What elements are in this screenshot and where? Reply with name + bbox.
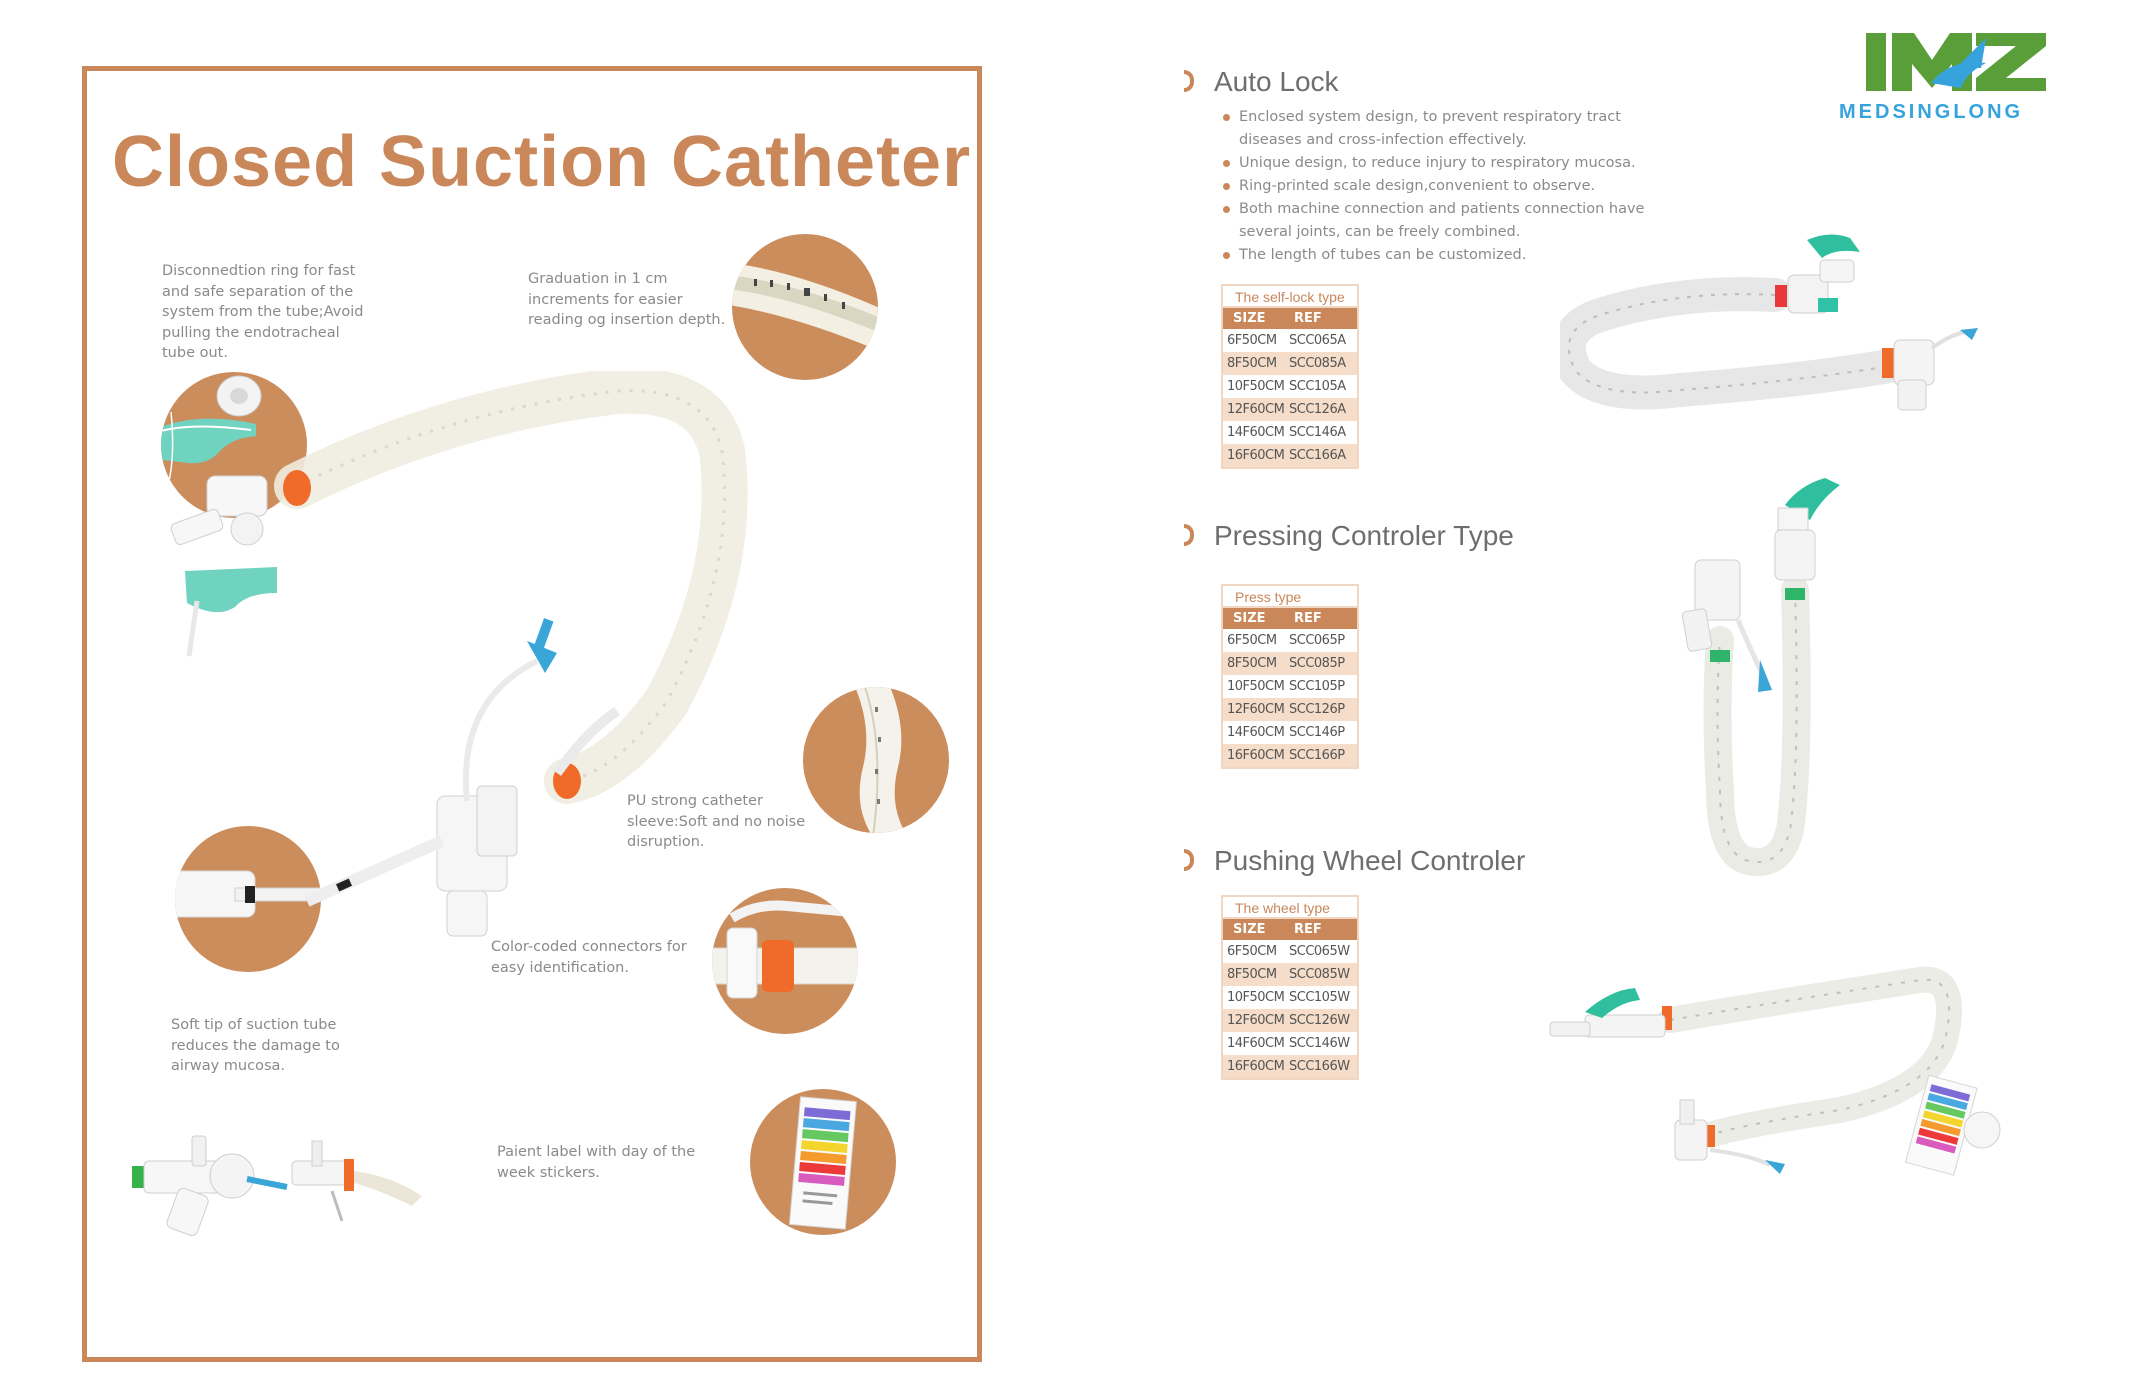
feature-bullet: Ring-printed scale design,convenient to … [1222, 175, 1682, 198]
note-disconnection: Disconnedtion ring for fast and safe sep… [162, 263, 364, 361]
bracket-icon [1184, 524, 1194, 546]
feature-bullet: The length of tubes can be customized. [1222, 244, 1682, 267]
section-heading-pressing: Pressing Controler Type [1184, 520, 1514, 552]
note-soft-tip: Soft tip of suction tube reduces the dam… [171, 1017, 340, 1074]
section-heading-auto-lock: Auto Lock [1184, 66, 1339, 98]
table-caption: The self-lock type [1223, 286, 1357, 308]
medsinglong-logo [1866, 33, 2046, 91]
bracket-icon [1184, 70, 1194, 92]
press-type-catheter-image [1681, 478, 1840, 876]
note-patient-label: Paient label with day of the week sticke… [497, 1144, 696, 1181]
detail-graduation-image [732, 234, 878, 380]
note-color-coded: Color-coded connectors for easy identifi… [491, 939, 687, 976]
table-caption: The wheel type [1223, 897, 1357, 919]
feature-bullet-list: Enclosed system design, to prevent respi… [1222, 106, 1682, 267]
feature-bullet: Unique design, to reduce injury to respi… [1222, 152, 1682, 175]
table-caption: Press type [1223, 586, 1357, 608]
detail-patient-label-image [750, 1089, 896, 1235]
feature-bullet: Both machine connection and patients con… [1222, 198, 1682, 244]
feature-bullet: Enclosed system design, to prevent respi… [1222, 106, 1682, 152]
section-heading-pushing-wheel: Pushing Wheel Controler [1184, 845, 1525, 877]
closed-suction-catheter-image [170, 371, 748, 937]
detail-soft-tip-image [175, 826, 321, 972]
brand-name: MEDSINGLONG [1839, 101, 2024, 123]
detail-pu-sleeve-image [803, 687, 949, 833]
poster-frame: Closed Suction Catheter Disconnedtion ri… [82, 66, 982, 1362]
wheel-type-catheter-image [1549, 966, 2001, 1176]
note-pu-sleeve: PU strong catheter sleeve:Soft and no no… [627, 793, 806, 850]
t-piece-connectors-image [132, 1135, 422, 1236]
detail-color-coded-image [712, 888, 858, 1034]
bracket-icon [1184, 849, 1194, 871]
note-graduation: Graduation in 1 cm increments for easier… [528, 271, 726, 328]
poster-title: Closed Suction Catheter [112, 122, 972, 202]
self-lock-catheter-image [1560, 234, 1978, 411]
